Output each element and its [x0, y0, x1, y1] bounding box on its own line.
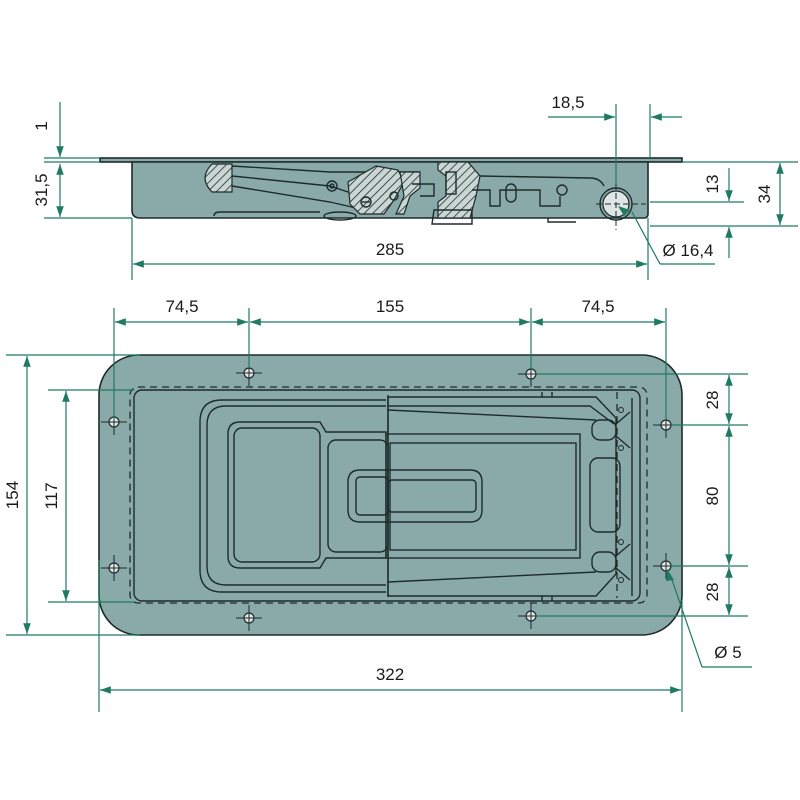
side-view [99, 157, 683, 230]
dim-total-length: 322 [376, 665, 404, 684]
grip-recess [227, 421, 387, 569]
dim-right-hole-spacing: 80 [703, 487, 722, 506]
central-slot [347, 469, 483, 523]
plan-view [98, 354, 683, 636]
dim-pin-diameter: Ø 16,4 [662, 241, 713, 260]
dim-total-height-side: 34 [755, 185, 774, 204]
dim-inner-height: 117 [42, 482, 61, 509]
dim-flange-thickness: 1 [32, 121, 51, 130]
side-block-hatch [437, 161, 481, 219]
side-view-dimensions: 1 31,5 285 18,5 13 34 Ø 16,4 [32, 93, 798, 280]
dim-pin-offset: 18,5 [551, 93, 584, 112]
dim-right-top-offset: 28 [703, 391, 722, 410]
inner-recess [133, 389, 641, 602]
dim-hole-diameter: Ø 5 [714, 643, 741, 662]
cutout-outline [129, 386, 648, 604]
dim-right-bottom-offset: 28 [703, 583, 722, 602]
dim-body-depth: 31,5 [32, 173, 51, 206]
paddle-outer [199, 399, 386, 593]
dim-pin-height: 13 [703, 175, 722, 194]
dim-hole-spacing-right: 74,5 [581, 297, 614, 316]
dim-hole-spacing-middle: 155 [376, 297, 404, 316]
mounting-holes [101, 360, 679, 631]
plan-view-dimensions: 74,5 155 74,5 154 117 28 80 28 322 [3, 297, 752, 712]
dim-body-length: 285 [376, 240, 404, 259]
dim-total-height-plan: 154 [3, 481, 22, 509]
dim-hole-spacing-left: 74,5 [165, 297, 198, 316]
side-pivot-hatch [204, 163, 233, 193]
